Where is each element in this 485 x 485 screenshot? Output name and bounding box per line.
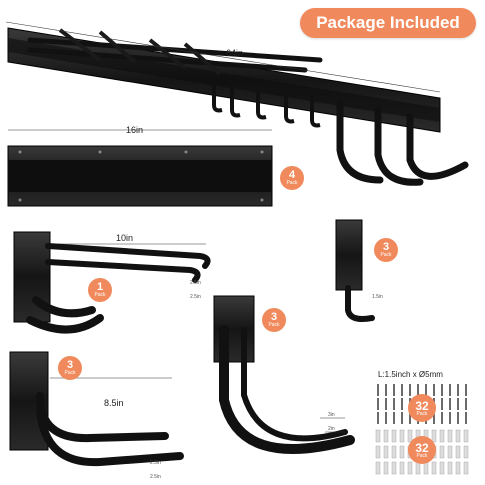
pack-count: 3: [382, 241, 390, 253]
pack-count: 3: [66, 359, 74, 371]
dim-double-sub-2: 2.5in: [190, 294, 201, 300]
pack-count: 32: [415, 398, 429, 413]
pack-count: 3: [270, 311, 278, 323]
pack-badge-small-hook: 3 Pack: [374, 238, 398, 262]
pack-badge-rail: 4 Pack: [280, 166, 304, 190]
utility-hook: [9, 351, 184, 467]
pack-unit: Pack: [416, 452, 428, 459]
dim-double-sub-1: 2.5in: [190, 280, 201, 286]
pack-unit: Pack: [268, 322, 280, 328]
pack-count: 32: [415, 440, 429, 455]
dim-64in: 64in: [226, 48, 244, 58]
double-hook: [13, 231, 211, 334]
dim-utility-sub-1: 2.5in: [150, 460, 161, 466]
package-included-banner: Package Included: [300, 8, 476, 38]
j-hook: [213, 295, 355, 454]
small-hook: [335, 219, 375, 322]
long-rail-assembly: [5, 21, 469, 186]
pack-badge-double-hook: 1 Pack: [88, 278, 112, 302]
pack-count: 4: [288, 169, 296, 181]
pack-unit: Pack: [416, 410, 428, 417]
pack-count: 1: [96, 281, 104, 293]
dim-16in: 16in: [126, 125, 144, 135]
pack-badge-screws: 32 Pack: [408, 394, 436, 422]
pack-badge-anchors: 32 Pack: [408, 436, 436, 464]
pack-badge-j-hook: 3 Pack: [262, 308, 286, 332]
dim-jhook-sub-2: 2in: [328, 426, 335, 432]
dim-10in: 10in: [116, 233, 134, 243]
screws-and-anchors: [375, 384, 469, 475]
pack-unit: Pack: [286, 180, 298, 186]
pack-badge-utility-hook: 3 Pack: [58, 356, 82, 380]
dim-utility-sub-2: 2.5in: [150, 474, 161, 480]
pack-unit: Pack: [380, 252, 392, 258]
pack-unit: Pack: [64, 370, 76, 376]
pack-unit: Pack: [94, 292, 106, 298]
screw-spec-label: L:1.5inch x Ø5mm: [378, 370, 443, 379]
short-rail: [7, 129, 273, 207]
dim-small-hook: 1.5in: [372, 294, 383, 300]
dim-8-5in: 8.5in: [104, 398, 124, 408]
dim-jhook-sub-1: 3in: [328, 412, 335, 418]
